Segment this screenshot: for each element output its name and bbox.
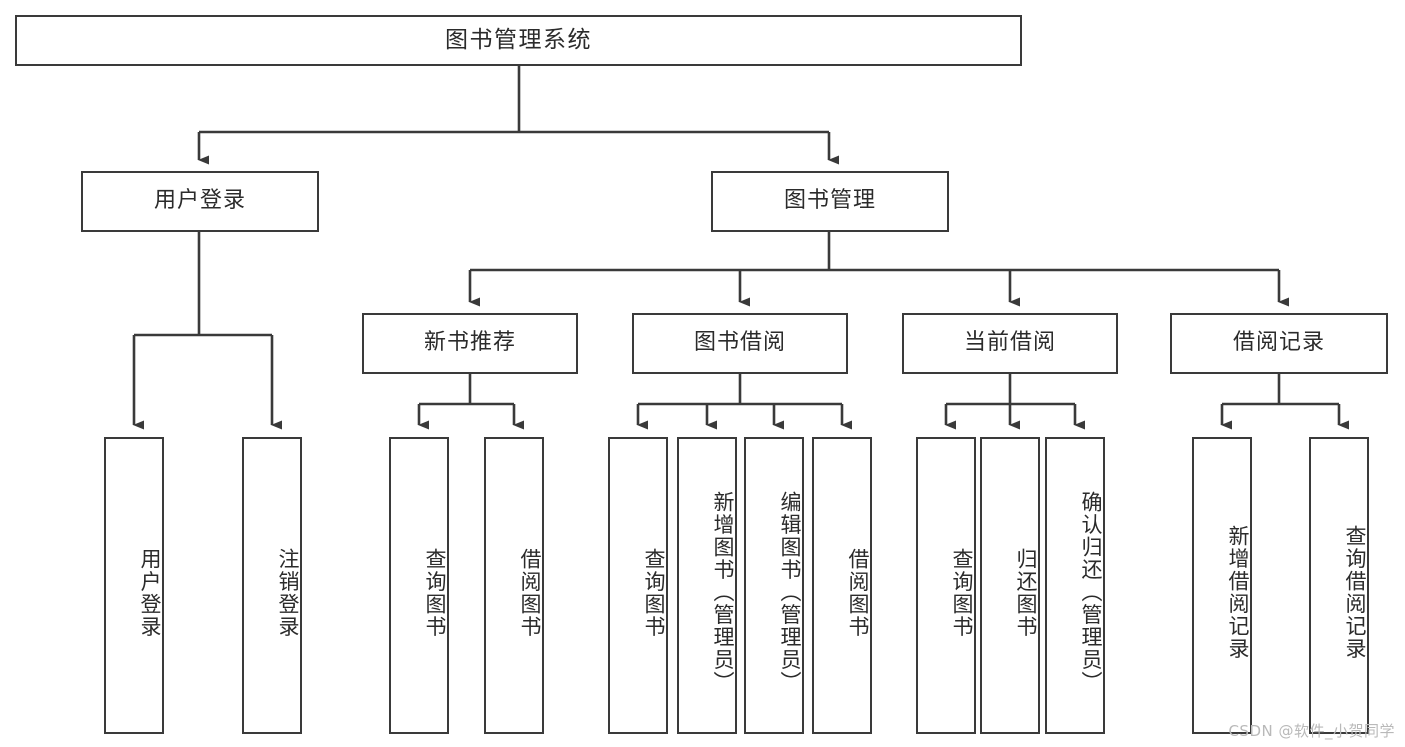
leaf-query-book-newbook[interactable]: 查询图书	[389, 437, 449, 734]
node-book-borrow[interactable]: 图书借阅	[632, 313, 848, 374]
leaf-add-book-admin[interactable]: 新增图书（管理员）	[677, 437, 737, 734]
node-new-book-recommend[interactable]: 新书推荐	[362, 313, 578, 374]
leaf-confirm-return-admin[interactable]: 确认归还（管理员）	[1045, 437, 1105, 734]
leaf-borrow-book-newbook[interactable]: 借阅图书	[484, 437, 544, 734]
node-user-login[interactable]: 用户登录	[81, 171, 319, 232]
leaf-return-book[interactable]: 归还图书	[980, 437, 1040, 734]
leaf-edit-book-admin[interactable]: 编辑图书（管理员）	[744, 437, 804, 734]
leaf-query-borrow-record[interactable]: 查询借阅记录	[1309, 437, 1369, 734]
leaf-add-borrow-record[interactable]: 新增借阅记录	[1192, 437, 1252, 734]
leaf-query-book-borrow[interactable]: 查询图书	[608, 437, 668, 734]
node-borrow-record[interactable]: 借阅记录	[1170, 313, 1388, 374]
leaf-user-login[interactable]: 用户登录	[104, 437, 164, 734]
node-book-manage[interactable]: 图书管理	[711, 171, 949, 232]
csdn-watermark: CSDN @软件_小贺同学	[1228, 722, 1395, 740]
leaf-query-book-current[interactable]: 查询图书	[916, 437, 976, 734]
node-current-borrow[interactable]: 当前借阅	[902, 313, 1118, 374]
node-root-system[interactable]: 图书管理系统	[15, 15, 1022, 66]
leaf-borrow-book-borrow[interactable]: 借阅图书	[812, 437, 872, 734]
leaf-logout-login[interactable]: 注销登录	[242, 437, 302, 734]
